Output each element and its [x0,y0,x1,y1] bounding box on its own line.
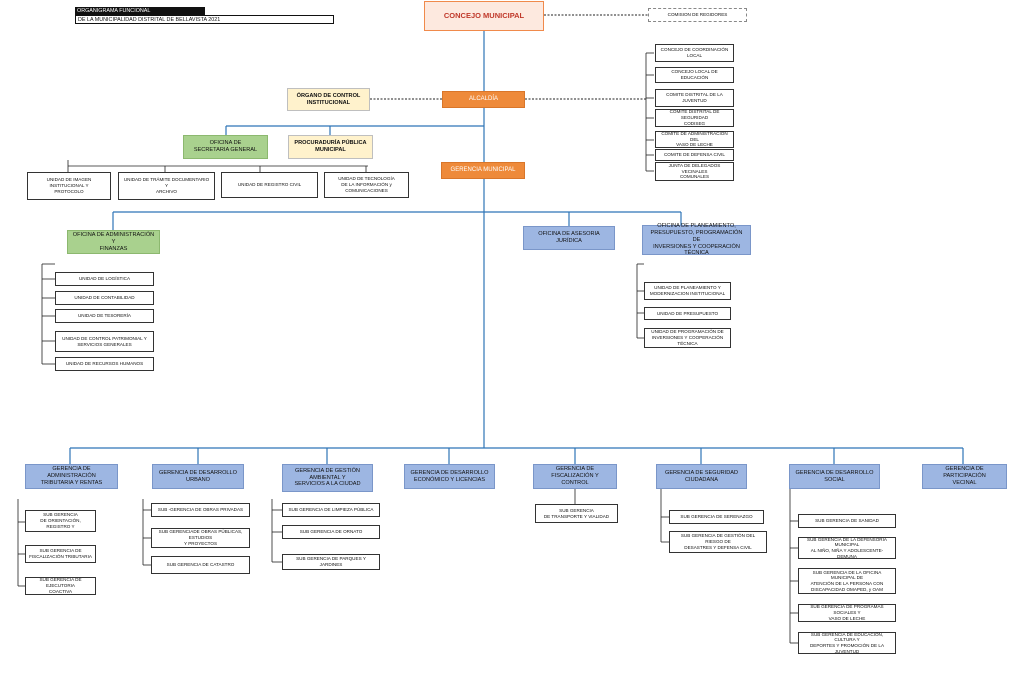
planeamiento-box: OFICINA DE PLANEAMIENTO, PRESUPUESTO, PR… [642,223,751,256]
subgerencia-box: SUB GERENCIA DE ORNATO [282,525,380,539]
gerencia-box: GERENCIA DE ADMINISTRACIÓN TRIBUTARIA Y … [25,464,118,489]
gerencia-box: GERENCIA DE PARTICIPACIÓN VECINAL [922,464,1007,489]
secretaria-general-box: OFICINA DE SECRETARIA GENERAL [183,135,268,159]
secretaria-unit-box: UNIDAD DE REGISTRO CIVIL [221,172,318,198]
consejo-box: CONCEJO LOCAL DE EDUCACIÓN [655,67,734,83]
gerencia-box: GERENCIA DE FISCALIZACIÓN Y CONTROL [533,464,617,489]
consejo-box: JUNTA DE DELEGADOS VECINALES COMUNALES [655,162,734,181]
comision-regidores-box: COMISION DE REGIDORES [648,8,747,22]
gerencia-box: GERENCIA DE DESARROLLO URBANO [152,464,244,489]
subgerencia-box: SUB GERENCIA DE SERENAZGO [669,510,764,524]
subgerencia-box: SUB GERENCIA DE LA DEFENSORIA MUNICIPAL … [798,537,896,559]
subgerencia-box: SUB GERENCIA DE PROGRAMAS SOCIALES Y VAS… [798,604,896,622]
subgerencia-box: SUB GERENCIA DE TRANSPORTE Y VIALIDAD [535,504,618,523]
subgerencia-box: SUB GERENCIA DE ORIENTACIÓN, REGISTRO Y [25,510,96,532]
secretaria-unit-box: UNIDAD DE TECNOLOGÍA DE LA INFORMACIÓN y… [324,172,409,198]
planeamiento-unit-box: UNIDAD DE PROGRAMACIÓN DE INVERSIONES Y … [644,328,731,348]
administracion-finanzas-box: OFICINA DE ADMINISTRACIÓN Y FINANZAS [67,230,160,254]
admin-unit-box: UNIDAD DE CONTROL PATRIMONIAL Y SERVICIO… [55,331,154,352]
gerencia-box: GERENCIA DE GESTIÓN AMBIENTAL Y SERVICIO… [282,464,373,492]
gerencia-municipal-box: GERENCIA MUNICIPAL [441,162,525,179]
organo-control-box: ÓRGANO DE CONTROL INSTITUCIONAL [287,88,370,111]
subgerencia-box: SUB GERENCIA DE EJECUTORIA COACTIVA [25,577,96,595]
consejo-box: CONCEJO DE COORDINACIÓN LOCAL [655,44,734,62]
chart-title-line1: ORGANIGRAMA FUNCIONAL [75,7,205,15]
admin-unit-box: UNIDAD DE LOGÍSTICA [55,272,154,286]
subgerencia-box: SUB GERENCIA DE LA OFICINA MUNICIPAL DE … [798,568,896,594]
subgerencia-box: SUB -GERENCIA DE OBRAS PRIVADAS [151,503,250,517]
subgerencia-box: SUB GERENCIA DE SANIDAD [798,514,896,528]
subgerencia-box: SUB GERENCIA DE CATASTRO [151,556,250,574]
secretaria-unit-box: UNIDAD DE IMAGEN INSTITUCIONAL Y PROTOCO… [27,172,111,200]
alcaldia-box: ALCALDÍA [442,91,525,108]
admin-unit-box: UNIDAD DE RECURSOS HUMANOS [55,357,154,371]
secretaria-unit-box: UNIDAD DE TRÁMITE DOCUMENTARIO Y ARCHIVO [118,172,215,200]
asesoria-juridica-box: OFICINA DE ASESORIA JURÍDICA [523,226,615,250]
admin-unit-box: UNIDAD DE TESORERÍA [55,309,154,323]
planeamiento-unit-box: UNIDAD DE PLANEAMIENTO Y MODERNIZACION I… [644,282,731,300]
planeamiento-unit-box: UNIDAD DE PRESUPUESTO [644,307,731,320]
consejo-box: COMITE DISTRITAL DE LA JUVENTUD [655,89,734,107]
subgerencia-box: SUB GERENCIA DE FISCALIZACIÓN TRIBUTARIA [25,545,96,563]
concejo-municipal-box: CONCEJO MUNICIPAL [424,1,544,31]
chart-title-line2: DE LA MUNICIPALIDAD DISTRITAL DE BELLAVI… [75,15,334,24]
consejo-box: COMITE DISTRITAL DE SEGURIDAD CODISEG [655,109,734,127]
admin-unit-box: UNIDAD DE CONTABILIDAD [55,291,154,305]
subgerencia-box: SUB GERENCIA DE GESTIÓN DEL RIESGO DE DE… [669,531,767,553]
subgerencia-box: SUB GERENCIA DE EDUCACIÓN, CULTURA Y DEP… [798,632,896,654]
procuraduria-box: PROCURADURÍA PÚBLICA MUNICIPAL [288,135,373,159]
subgerencia-box: SUB GERENCIA DE LIMPIEZA PÚBLICA [282,503,380,517]
gerencia-box: GERENCIA DE SEGURIDAD CIUDADANA [656,464,747,489]
gerencia-box: GERENCIA DE DESARROLLO ECONÓMICO Y LICEN… [404,464,495,489]
subgerencia-box: SUB GERENCIA DE PARQUES Y JARDINES [282,554,380,570]
consejo-box: COMITE DE ADMINISTRACION DEL VASO DE LEC… [655,131,734,148]
subgerencia-box: SUB GERENCIADE OBRAS PÚBLICAS, ESTUDIOS … [151,528,250,548]
consejo-box: COMITE DE DEFENSA CIVIL [655,149,734,161]
gerencia-box: GERENCIA DE DESARROLLO SOCIAL [789,464,880,489]
